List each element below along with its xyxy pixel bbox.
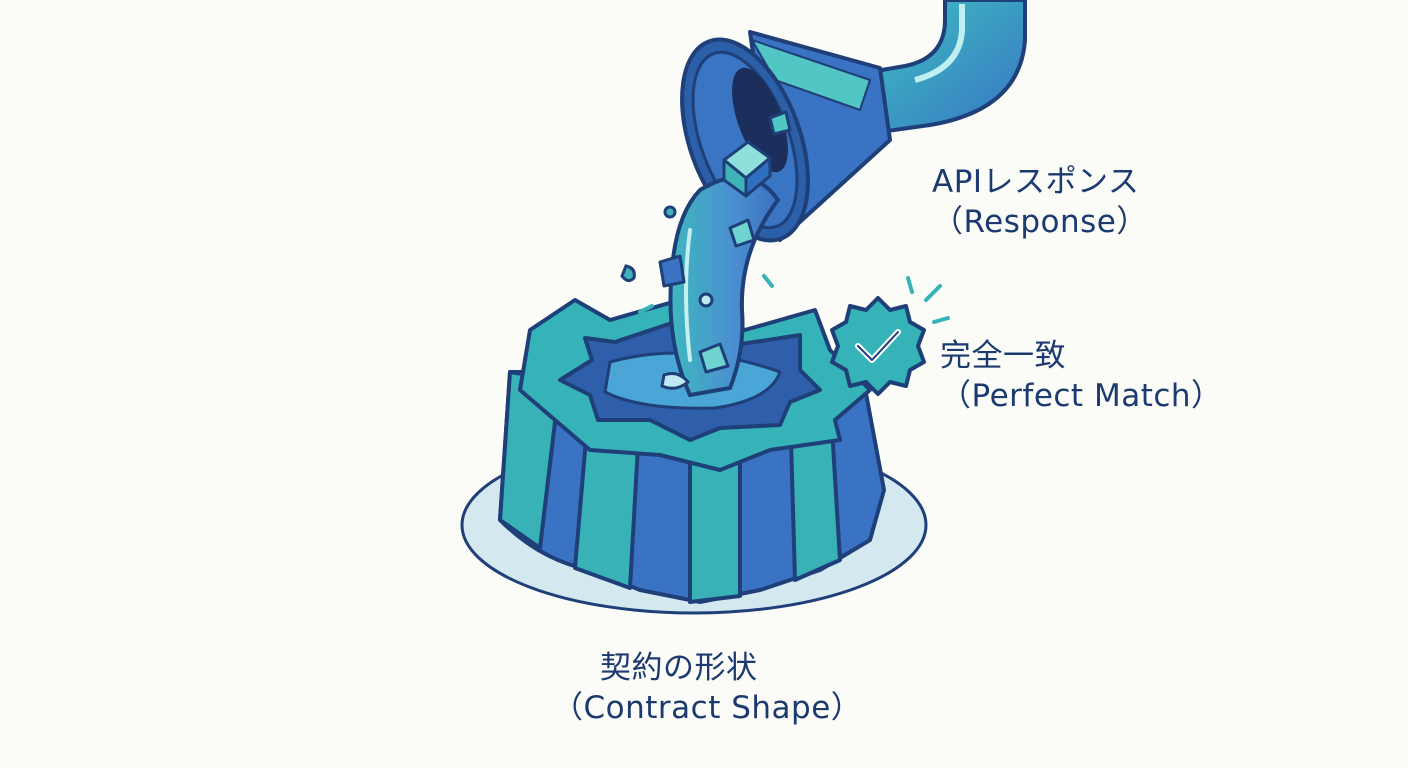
pipe-nozzle-icon	[680, 0, 1027, 243]
contract-shape-label-ja: 契約の形状	[600, 650, 758, 686]
perfect-match-label-ja: 完全一致	[940, 338, 1066, 374]
response-label-ja: APIレスポンス	[932, 164, 1140, 200]
stream-highlight	[684, 228, 692, 362]
splash-icon	[620, 205, 774, 390]
cube-icon	[658, 110, 792, 374]
response-label-en: （Response）	[932, 204, 1148, 240]
response-label: APIレスポンス （Response）	[932, 162, 1148, 242]
perfect-match-label-en: （Perfect Match）	[940, 378, 1223, 414]
contract-shape-label-en: （Contract Shape）	[552, 690, 863, 726]
check-badge-icon	[830, 276, 950, 396]
perfect-match-label: 完全一致 （Perfect Match）	[940, 336, 1223, 416]
contract-shape-label: 契約の形状 （Contract Shape）	[552, 648, 862, 728]
